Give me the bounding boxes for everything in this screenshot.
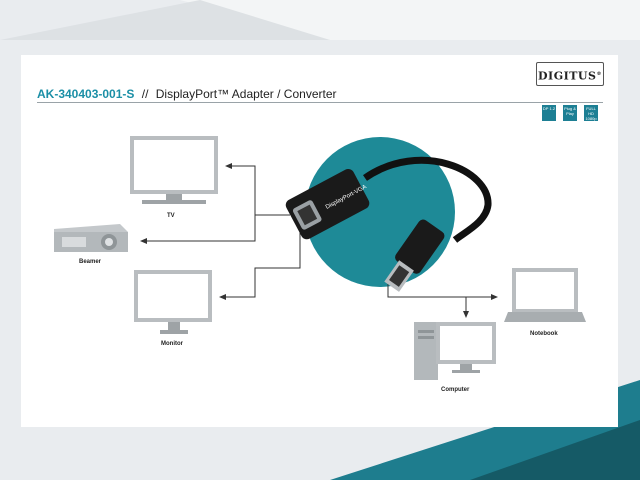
notebook-icon [504, 268, 586, 322]
monitor-label: Monitor [161, 341, 183, 347]
full-hd-icon: FULL HD 1080p [584, 105, 598, 121]
notebook-label: Notebook [530, 331, 558, 337]
arrowheads [140, 163, 498, 318]
computer-label: Computer [441, 387, 470, 393]
badge-label: Plug & Play [564, 106, 576, 116]
plug-and-play-icon: Plug & Play [563, 105, 577, 121]
beamer-label: Beamer [79, 259, 102, 265]
tv-icon [130, 136, 218, 204]
beamer-icon [54, 224, 128, 252]
page-title: AK-340403-001-S // DisplayPort™ Adapter … [37, 87, 337, 101]
badge-label: FULL HD 1080p [585, 106, 597, 121]
badge-label: DP 1.2 [542, 106, 556, 111]
tv-label: TV [167, 213, 175, 219]
title-divider [37, 102, 603, 103]
adapter-icon: DisplayPort-VGA [285, 156, 492, 292]
digitus-logo: DIGITUS® [536, 62, 604, 86]
product-code: AK-340403-001-S [37, 87, 135, 101]
logo-registered: ® [596, 71, 602, 77]
monitor-icon [134, 270, 212, 334]
connector-lines [146, 165, 492, 312]
product-name: DisplayPort™ Adapter / Converter [155, 87, 337, 101]
computer-icon [414, 322, 496, 380]
usb-icon: DP 1.2 [542, 105, 556, 121]
logo-text: DIGITUS [538, 69, 597, 83]
title-separator: // [141, 87, 149, 101]
